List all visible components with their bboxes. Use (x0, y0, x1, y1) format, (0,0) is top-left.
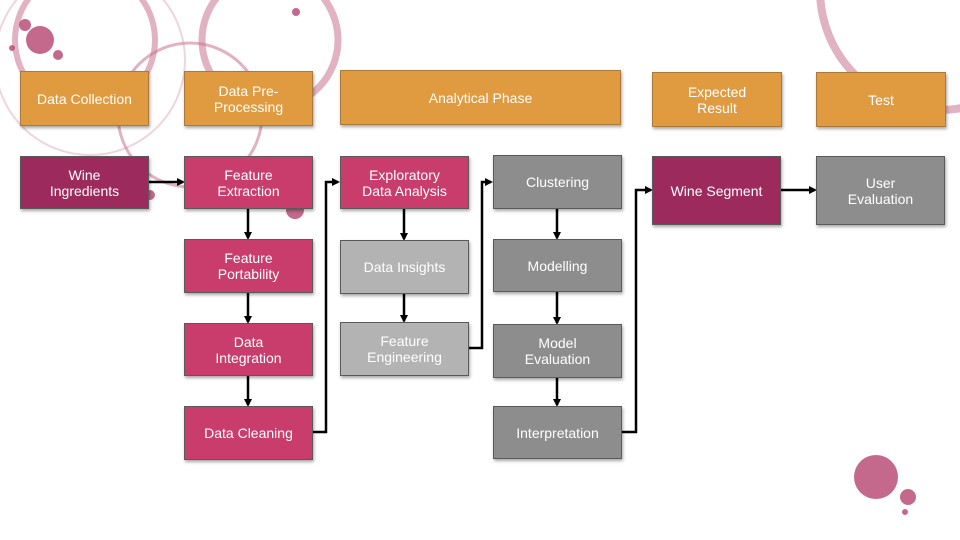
step-feature-portability: Feature Portability (184, 239, 313, 293)
header-data-collection: Data Collection (20, 71, 149, 126)
step-wine-segment: Wine Segment (652, 156, 781, 225)
step-exploratory-data-analysis: Exploratory Data Analysis (340, 156, 469, 209)
wine-drop (292, 8, 300, 16)
header-test: Test (816, 72, 946, 127)
step-modelling: Modelling (493, 239, 622, 292)
step-feature-extraction: Feature Extraction (184, 156, 313, 209)
step-wine-ingredients: Wine Ingredients (20, 156, 149, 209)
wine-drop (53, 50, 63, 60)
wine-ring (0, 0, 186, 156)
header-data-pre-processing: Data Pre- Processing (184, 71, 313, 126)
step-user-evaluation: User Evaluation (816, 156, 945, 225)
wine-drop (9, 45, 15, 51)
step-data-cleaning: Data Cleaning (184, 406, 313, 460)
header-analytical-phase: Analytical Phase (340, 70, 621, 125)
wine-drop (26, 26, 54, 54)
step-data-integration: Data Integration (184, 323, 313, 376)
wine-drop (900, 489, 916, 505)
step-feature-engineering: Feature Engineering (340, 322, 469, 376)
wine-drop (854, 455, 898, 499)
step-clustering: Clustering (493, 155, 622, 209)
step-model-evaluation: Model Evaluation (493, 324, 622, 378)
header-expected-result: Expected Result (652, 72, 782, 127)
step-data-insights: Data Insights (340, 240, 469, 294)
wine-drop (19, 19, 31, 31)
wine-drop (902, 509, 908, 515)
step-interpretation: Interpretation (493, 406, 622, 459)
